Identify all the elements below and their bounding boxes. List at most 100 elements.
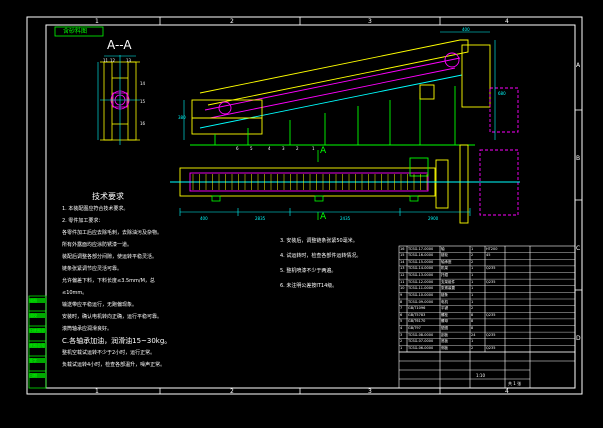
bom-cell: 2 [471, 259, 474, 264]
bom-cell: 13 [400, 266, 405, 271]
tech-item: 允许偏差下料，下料长度≤3.5mm/M，总 [62, 278, 155, 284]
tech-item: 装配后调整各部分间隙，使运转平稳灵活。 [62, 254, 158, 260]
zone-letter: A [576, 62, 581, 69]
tech-item: 整机空载试运转不少于2小时，运行正常。 [62, 350, 156, 356]
part-balloon: 2 [296, 146, 299, 151]
bom-cell: 8 [471, 319, 474, 324]
section-marker-bottom: A [320, 212, 327, 222]
bom-cell: 2 [400, 339, 403, 344]
bom-cell: 电机 [441, 299, 448, 304]
stamp-label: 日期 [29, 373, 46, 378]
bom-cell: 10 [400, 286, 405, 291]
part-balloon: 1 [312, 146, 315, 151]
bom-cell: 9 [400, 292, 403, 297]
bom-cell: TCSG-09-0000 [408, 299, 434, 304]
part-balloon: 5 [250, 146, 253, 151]
tech-item: 2. 零件加工要求： [62, 218, 104, 224]
bom-cell: TCSG-06-0000 [408, 345, 434, 350]
bom-cell: 张紧装置 [441, 286, 455, 291]
bom-cell: GB/T6170 [408, 319, 426, 324]
bom-cell: Q235 [486, 345, 496, 350]
bom-cell: 1 [471, 299, 474, 304]
bom-cell: 11 [400, 279, 405, 284]
dim-plan: 400 [200, 216, 208, 221]
tech-item: 各零件加工后应去除毛刺，去除油污及杂物。 [62, 230, 163, 236]
bom-cell: HT200 [486, 246, 498, 251]
bom-cell: 轴承座 [441, 259, 452, 264]
zone-number: 4 [505, 388, 509, 395]
part-balloon: 3 [282, 146, 285, 151]
stamp-label: 底图总号 [29, 343, 46, 348]
bom-cell: GB/T5783 [408, 312, 426, 317]
zone-letter: D [576, 335, 581, 342]
bom-cell: TCSG-08-0000 [408, 332, 434, 337]
dim-height-right: 680 [498, 91, 506, 96]
tech-item: 安装时，确认电机转向正确，运行平稳可靠。 [62, 314, 163, 320]
stamp-label: 签字 [29, 358, 46, 363]
dim-height-left: 380 [178, 115, 186, 120]
part-balloon: 4 [268, 146, 271, 151]
bom-cell: 1 [471, 279, 474, 284]
title-block [398, 351, 576, 389]
bom-cell: Q235 [486, 332, 496, 337]
sheet-frame [26, 16, 583, 395]
bom-cell: 3 [400, 332, 403, 337]
bom-cell: 托辊 [441, 273, 448, 277]
bom-cell: TCSG-07-0000 [408, 339, 434, 344]
part-balloon: 14 [140, 81, 146, 86]
bom-cell: 机架 [441, 266, 448, 271]
bom-cell: 14 [400, 259, 405, 264]
title-block-sheet: 共 1 张 [508, 381, 522, 386]
zone-number: 2 [230, 388, 234, 395]
part-balloon: 13 [126, 58, 132, 63]
bom-cell: 7 [400, 306, 403, 311]
dim-plan: 2835 [255, 216, 266, 221]
bom-cell: 2 [471, 253, 474, 258]
bom-cell: 1 [400, 345, 403, 350]
bom-cell: 刮板 [441, 332, 448, 337]
bom-cell: TCSG-16-0000 [408, 253, 434, 258]
plan-view [170, 144, 520, 224]
bom-cell: TCSG-13-0000 [408, 273, 434, 277]
bom-cell: 8 [471, 312, 474, 317]
stamp-label: 描图 [29, 298, 46, 303]
tech-item: 输送带应平稳运行，无跑偏现象。 [62, 302, 138, 308]
tech-item: 滚筒轴承应润滑良好。 [62, 326, 113, 332]
section-marker-top: A [320, 146, 327, 156]
part-balloon: 11 [103, 58, 109, 63]
bom-cell: 4 [400, 326, 403, 330]
bom-cell: 垫圈 [441, 326, 448, 330]
part-balloon: 15 [140, 99, 146, 104]
bom-cell: 链轮 [441, 253, 448, 258]
title-block-scale: 1:10 [476, 373, 485, 378]
bom-cell: TCSG-10-0000 [408, 292, 434, 297]
part-balloon: 16 [140, 121, 146, 126]
bom-cell: 轴 [441, 246, 445, 251]
tech-item: ≤10mm。 [62, 290, 88, 296]
bom-cell: 16 [400, 246, 405, 251]
bom-cell: Q235 [486, 266, 496, 271]
dim-plan: 2435 [340, 216, 351, 221]
bom-cell: 45 [486, 253, 491, 258]
tech-heading: 技术要求 [92, 192, 124, 201]
part-balloon: 6 [236, 146, 239, 151]
bom-cell: 1 [471, 266, 474, 271]
bom-cell: 2 [471, 345, 474, 350]
bom-cell: 底板 [441, 339, 448, 344]
bom-cell: 24 [471, 332, 476, 337]
zone-number: 2 [230, 18, 234, 25]
bom-cell: 5 [400, 319, 403, 324]
dim-plan: 2900 [428, 216, 439, 221]
zone-number: 4 [505, 18, 509, 25]
bom-cell: TCSG-15-0000 [408, 259, 434, 264]
tech-item: 1. 本装配图应符合技术要求。 [62, 206, 129, 212]
title-tag: 含砂料图 [63, 28, 88, 35]
bom-cell: 8 [400, 299, 403, 304]
section-label: A--A [107, 38, 132, 52]
zone-letter: C [576, 245, 581, 252]
tech-item: 负载试运转4小时，检查各部温升，噪声正常。 [62, 362, 166, 368]
bom-cell: 6 [400, 312, 403, 317]
bom-cell: 1 [471, 273, 474, 277]
bom-cell: 支架组件 [441, 279, 455, 284]
